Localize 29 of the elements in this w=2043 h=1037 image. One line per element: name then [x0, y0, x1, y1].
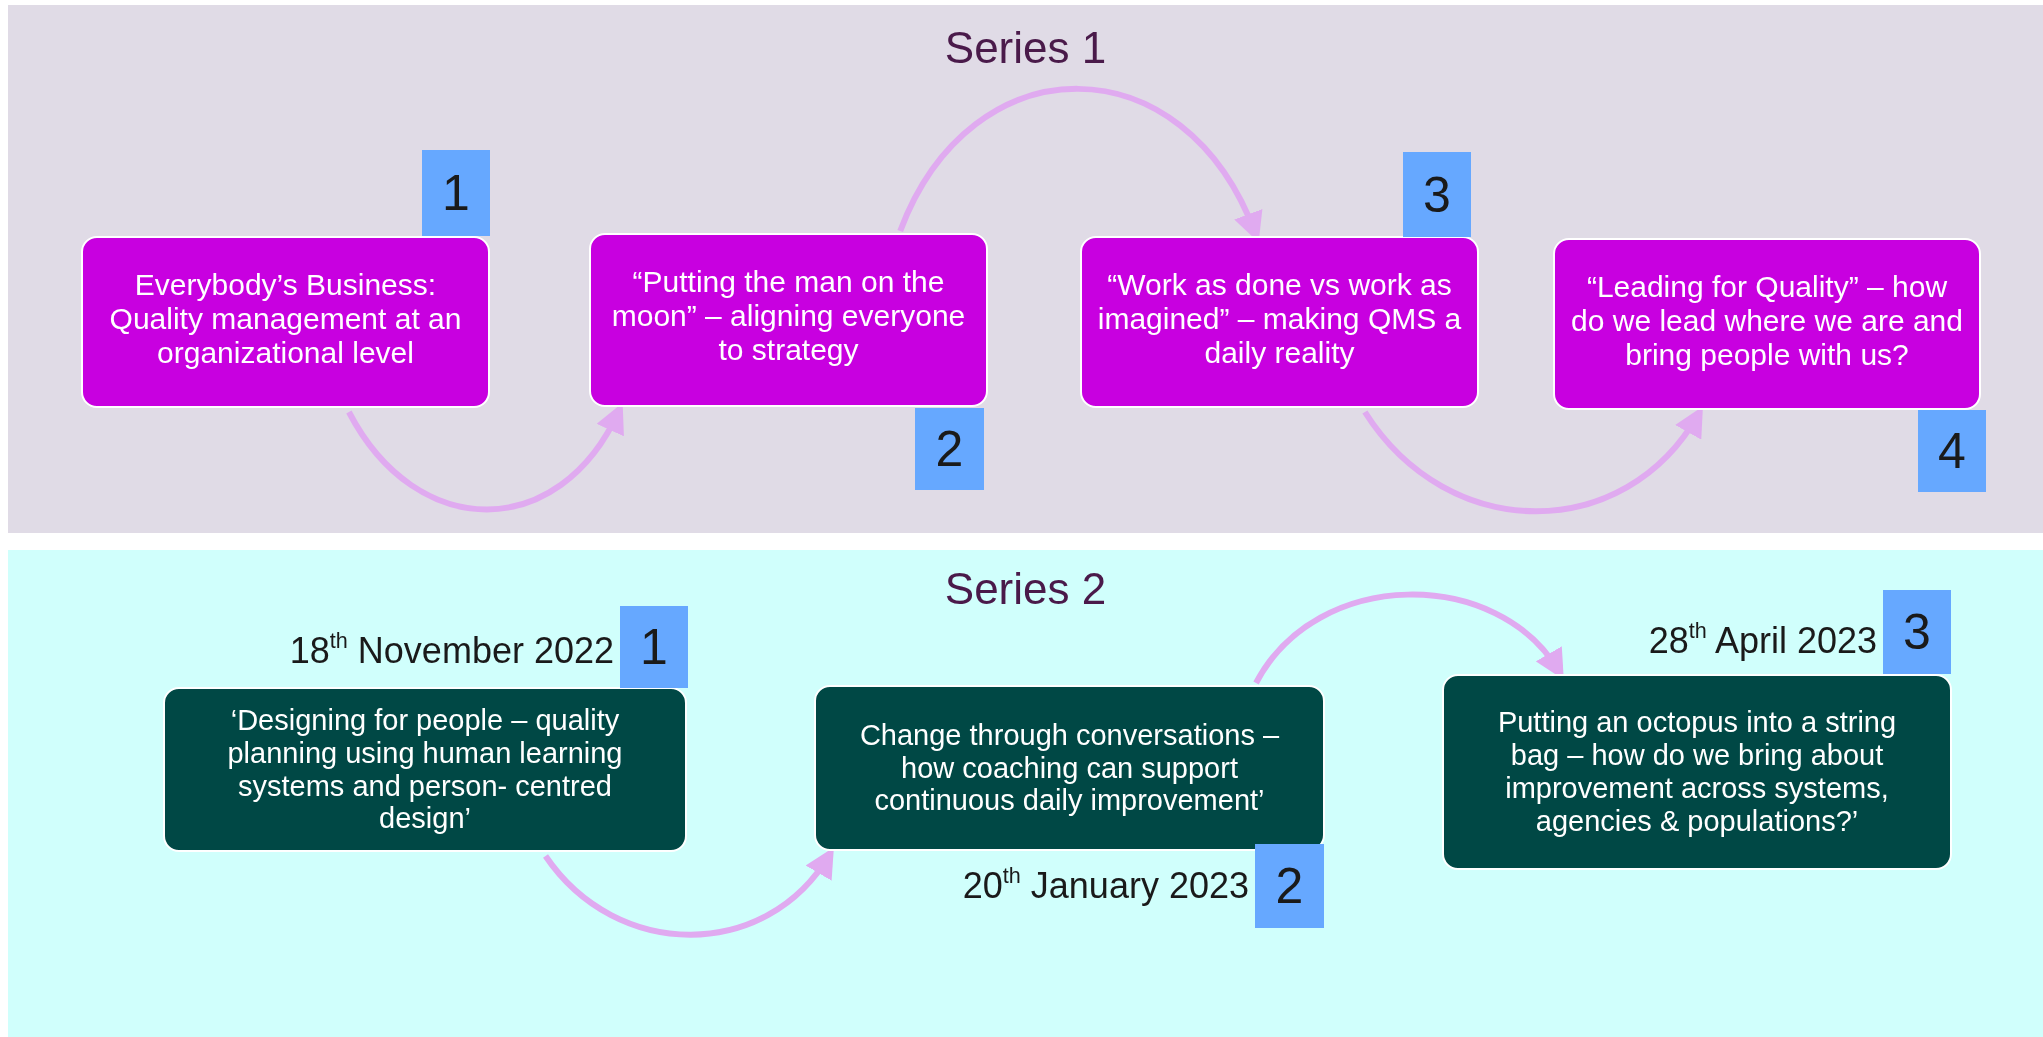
number-badge: 1: [620, 606, 688, 688]
session-box: [81, 236, 490, 408]
session-title: Change through conversations – how coaching can support continuous daily improvement’: [858, 718, 1281, 818]
number-badge: 3: [1883, 590, 1951, 674]
session-title: “Putting the man on the moon” – aligning everyone to strategy: [610, 265, 967, 367]
session-box: [163, 687, 687, 852]
session-title: Putting an octopus into a string bag – how do we bring about improvement across systems, agencies & populations?’: [1496, 706, 1898, 838]
session-box: [1442, 674, 1952, 870]
number-badge: 2: [915, 408, 984, 490]
number-badge: 4: [1918, 410, 1986, 492]
series-panel: [8, 550, 2043, 1037]
series-heading: Series 2: [944, 565, 1107, 614]
number-badge: 2: [1255, 844, 1324, 928]
series-heading: Series 1: [944, 24, 1107, 73]
number-badge: 1: [422, 150, 490, 236]
session-box: [589, 233, 988, 407]
session-title: ‘Designing for people – quality planning using human learning systems and person- centred design’: [226, 703, 624, 836]
curved-arrow: [1253, 591, 1565, 685]
session-box: [1553, 238, 1981, 410]
date-text: 20$^{th}$ January 2023: [962, 866, 1249, 906]
session-title: “Leading for Quality” – how do we lead where we are and bring people with us?: [1570, 270, 1964, 372]
session-title: Everybody’s Business: Quality management at an organizational level: [108, 268, 463, 370]
series-panel: [8, 5, 2043, 533]
number-badge: 3: [1403, 152, 1471, 237]
date-text: 18$^{th}$ November 2022: [289, 631, 614, 671]
session-box: [814, 685, 1325, 851]
session-title: “Work as done vs work as imagined” – making QMS a daily reality: [1096, 268, 1463, 370]
date-text: 28$^{th}$ April 2023: [1648, 621, 1877, 661]
session-box: [1080, 236, 1479, 408]
